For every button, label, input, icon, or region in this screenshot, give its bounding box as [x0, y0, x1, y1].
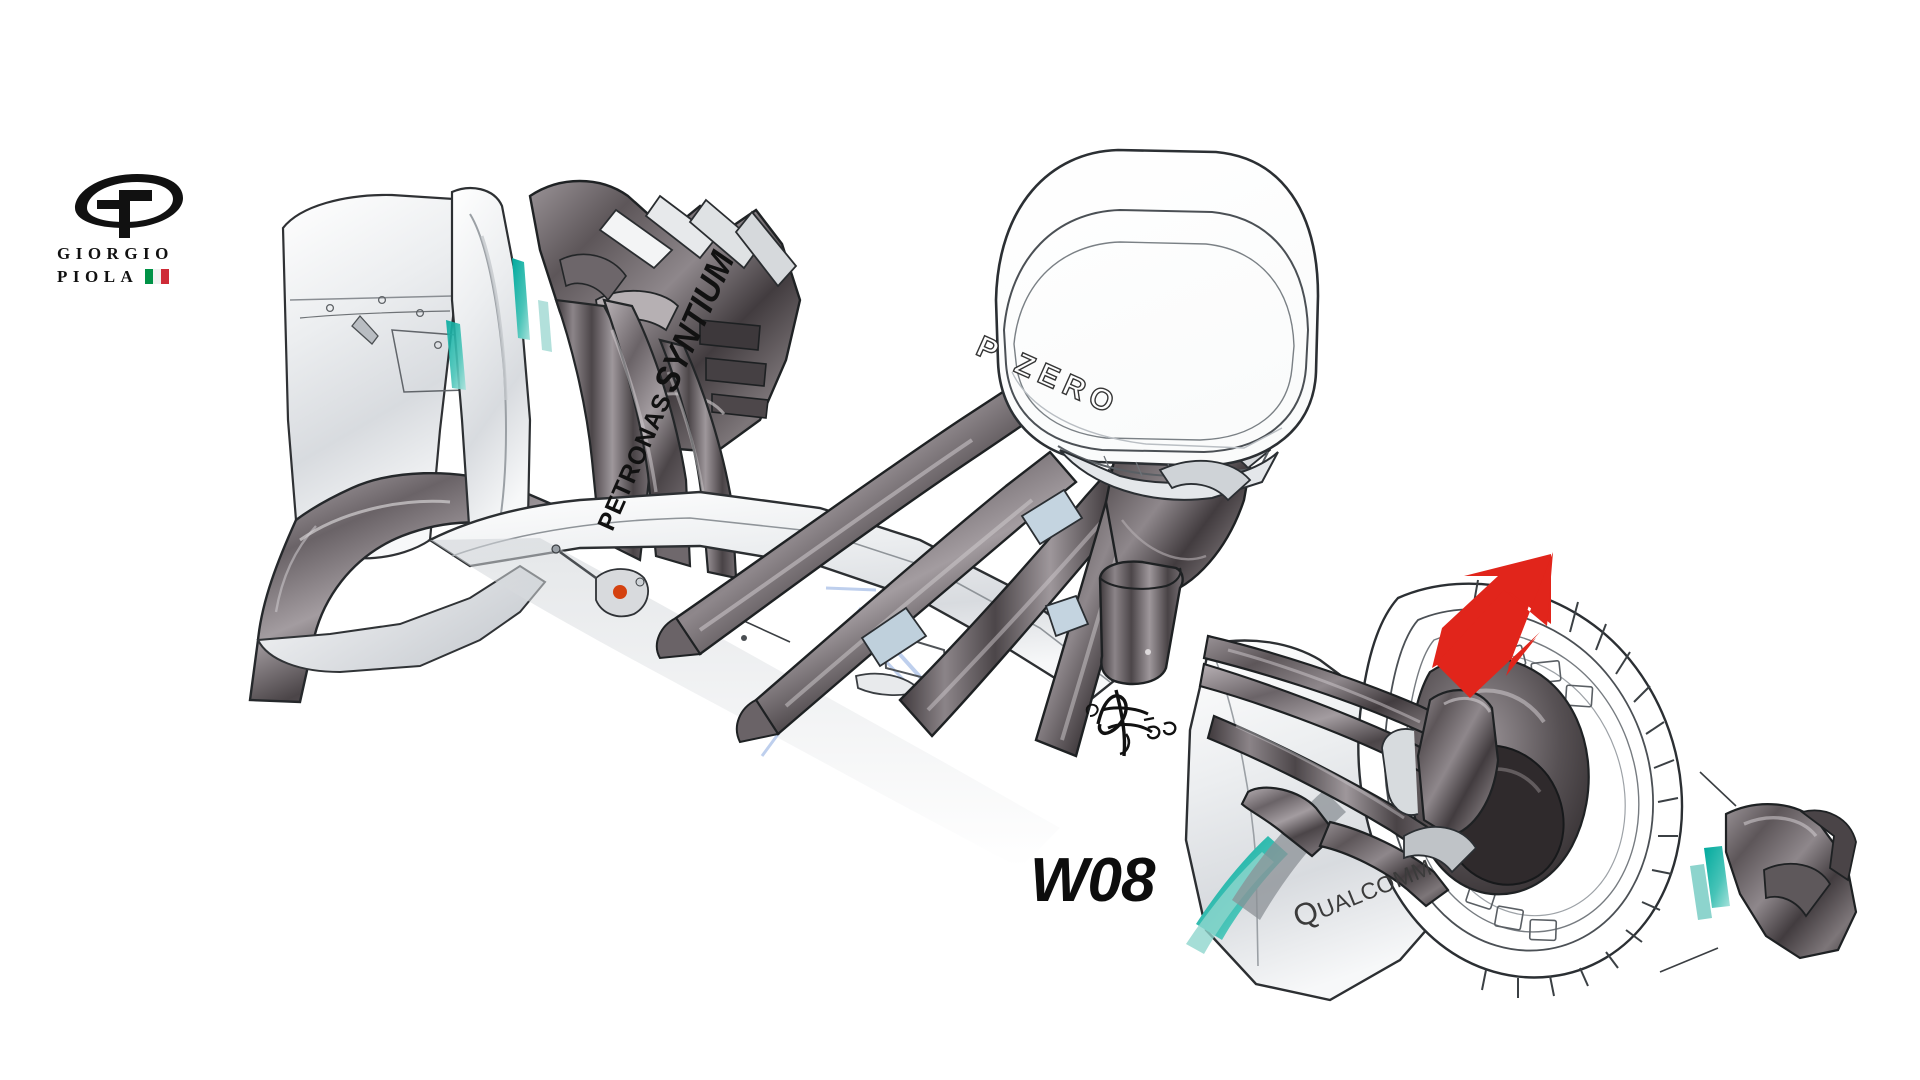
car-designation-label: W08: [1030, 846, 1155, 915]
turning-vane-arm: [248, 471, 562, 704]
front-tyre-main-view: [994, 148, 1320, 502]
italy-flag-icon: [145, 269, 170, 284]
watermark-line-1: GIORGIO: [57, 244, 174, 263]
teal-accent-strips: [446, 258, 552, 390]
bargeboard-cluster: [528, 179, 802, 454]
upper-wishbone: [674, 384, 1078, 736]
front-suspension-detail-inset: [1184, 577, 1684, 1002]
red-arrow-icon: [1432, 552, 1553, 698]
secondary-bargeboard-detail: [1659, 771, 1858, 973]
brake-duct-cylinder: [1098, 560, 1184, 686]
watermark-line-2: PIOLA: [57, 267, 139, 286]
floor-edge-left: [256, 564, 547, 674]
gp-monogram-icon: [75, 174, 183, 238]
petronas-roundel-icon: [551, 544, 649, 618]
suspension-inboard-joints: [655, 488, 1090, 744]
artist-signature-icon: [1085, 689, 1177, 757]
giorgio-piola-watermark: GIORGIO PIOLA: [57, 160, 197, 290]
inset-suspension-arms: [1198, 634, 1500, 908]
